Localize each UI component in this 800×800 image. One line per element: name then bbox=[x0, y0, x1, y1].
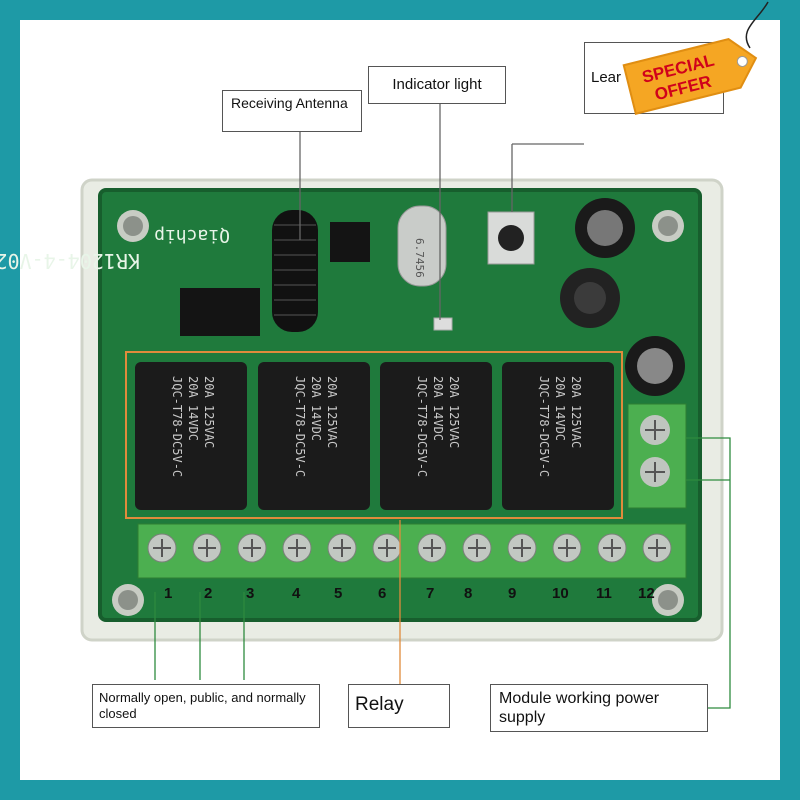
mount-screw-tr bbox=[652, 210, 684, 242]
antenna-coil bbox=[272, 210, 318, 332]
terminal-number-3: 3 bbox=[246, 585, 254, 602]
svg-text:JQC-T78-DC5V-C: JQC-T78-DC5V-C bbox=[170, 376, 184, 477]
svg-text:6.7456: 6.7456 bbox=[413, 238, 426, 278]
label-indicator-light: Indicator light bbox=[368, 66, 506, 104]
terminal-screw-6 bbox=[372, 533, 402, 563]
terminal-screw-5 bbox=[327, 533, 357, 563]
terminal-screw-12 bbox=[642, 533, 672, 563]
inductor bbox=[560, 268, 620, 328]
capacitor-top bbox=[575, 198, 635, 258]
indicator-led bbox=[433, 317, 453, 331]
svg-text:JQC-T78-DC5V-C: JQC-T78-DC5V-C bbox=[293, 376, 307, 477]
svg-text:20A 125VAC: 20A 125VAC bbox=[569, 376, 583, 448]
ic-u2 bbox=[330, 222, 370, 262]
terminal-number-11: 11 bbox=[596, 585, 612, 602]
terminal-number-10: 10 bbox=[552, 585, 569, 602]
terminal-number-1: 1 bbox=[164, 585, 172, 602]
label-normally-open-closed: Normally open, public, and normally clos… bbox=[92, 684, 320, 728]
board-brand-silkscreen: Qiachip bbox=[154, 225, 230, 246]
ic-u1 bbox=[180, 288, 260, 336]
special-offer-badge: SPECIAL OFFER bbox=[622, 1, 769, 115]
terminal-screw-3 bbox=[237, 533, 267, 563]
relay-4 bbox=[502, 362, 614, 510]
learn-button bbox=[487, 211, 535, 265]
terminal-screw-2 bbox=[192, 533, 222, 563]
svg-text:JQC-T78-DC5V-C: JQC-T78-DC5V-C bbox=[415, 376, 429, 477]
terminal-screw-11 bbox=[597, 533, 627, 563]
terminal-number-5: 5 bbox=[334, 585, 342, 602]
terminal-screw-9 bbox=[507, 533, 537, 563]
svg-text:20A 125VAC: 20A 125VAC bbox=[202, 376, 216, 448]
terminal-number-4: 4 bbox=[292, 585, 301, 602]
svg-text:20A 14VDC: 20A 14VDC bbox=[309, 376, 323, 441]
terminal-screw-7 bbox=[417, 533, 447, 563]
label-relay: Relay bbox=[348, 684, 450, 728]
power-screw-1 bbox=[640, 415, 670, 445]
capacitor-right bbox=[625, 336, 685, 396]
terminal-number-9: 9 bbox=[508, 585, 516, 602]
terminal-number-8: 8 bbox=[464, 585, 472, 602]
svg-text:20A 14VDC: 20A 14VDC bbox=[553, 376, 567, 441]
mount-screw-bl bbox=[112, 584, 144, 616]
power-screw-2 bbox=[640, 457, 670, 487]
terminal-number-2: 2 bbox=[204, 585, 212, 602]
svg-text:20A 14VDC: 20A 14VDC bbox=[431, 376, 445, 441]
relay-2 bbox=[258, 362, 370, 510]
svg-text:20A 125VAC: 20A 125VAC bbox=[325, 376, 339, 448]
relay-highlight-box bbox=[125, 351, 623, 519]
terminal-screw-8 bbox=[462, 533, 492, 563]
svg-text:20A 14VDC: 20A 14VDC bbox=[186, 376, 200, 441]
label-module-power-supply: Module working power supply bbox=[490, 684, 708, 732]
terminal-number-6: 6 bbox=[378, 585, 386, 602]
board-model-silkscreen: KR1204-4-V02 bbox=[0, 249, 140, 273]
terminal-screw-1 bbox=[147, 533, 177, 563]
terminal-block-bottom bbox=[137, 523, 687, 579]
mount-screw-tl bbox=[117, 210, 149, 242]
svg-text:JQC-T78-DC5V-C: JQC-T78-DC5V-C bbox=[537, 376, 551, 477]
relay-1 bbox=[135, 362, 247, 510]
terminal-number-12: 12 bbox=[638, 585, 655, 602]
svg-text:20A 125VAC: 20A 125VAC bbox=[447, 376, 461, 448]
terminal-number-7: 7 bbox=[426, 585, 434, 602]
crystal: 6.7456 bbox=[397, 205, 447, 287]
terminal-screw-4 bbox=[282, 533, 312, 563]
relay-3 bbox=[380, 362, 492, 510]
label-receiving-antenna: Receiving Antenna bbox=[222, 90, 362, 132]
terminal-screw-10 bbox=[552, 533, 582, 563]
mount-screw-br bbox=[652, 584, 684, 616]
